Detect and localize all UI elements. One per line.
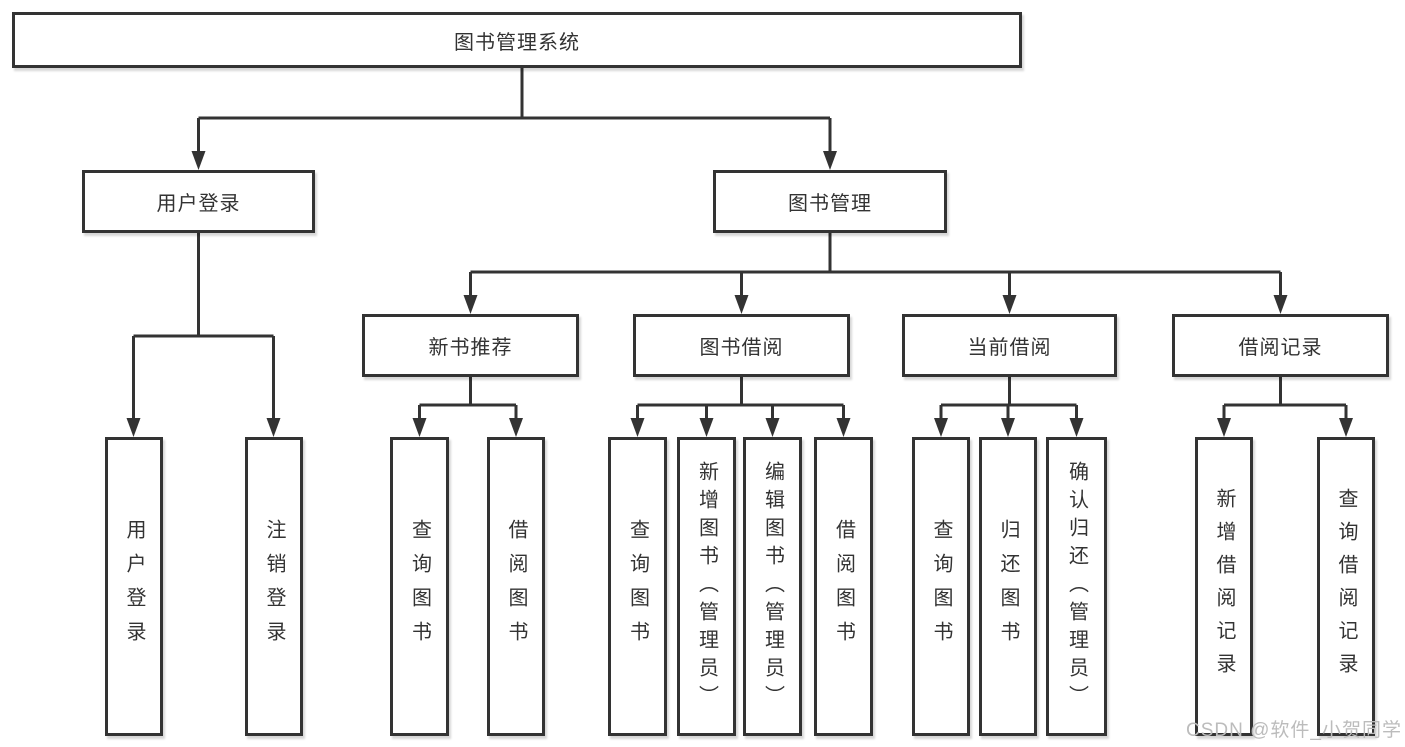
leaf-query-books: 查询图书: [912, 437, 970, 736]
leaf-query-books: 查询图书: [608, 437, 667, 736]
arrow-down-icon: [126, 418, 141, 437]
arrow-down-icon: [934, 418, 948, 437]
arrow-down-icon: [699, 418, 714, 437]
node-label: 图书管理: [788, 193, 872, 215]
arrow-down-icon: [1273, 295, 1288, 314]
leaf-borrow-books: 借阅图书: [814, 437, 873, 736]
node-book-borrow: 图书借阅: [633, 314, 850, 377]
node-label: 用户登录: [156, 193, 241, 215]
leaf-return-books: 归还图书: [979, 437, 1037, 736]
arrow-down-icon: [266, 418, 281, 437]
arrowheads: [126, 151, 1353, 437]
arrow-down-icon: [1069, 418, 1084, 437]
arrow-down-icon: [1217, 418, 1231, 437]
node-label: 借阅图书: [832, 518, 855, 655]
node-label: 查询图书: [930, 518, 952, 655]
node-label: 借阅图书: [505, 518, 527, 655]
node-new-book-recommend: 新书推荐: [362, 314, 579, 377]
leaf-borrow-books: 借阅图书: [487, 437, 545, 736]
arrow-down-icon: [463, 295, 478, 314]
node-label: 新增图书（管理员）: [695, 460, 718, 713]
leaf-user-login: 用户登录: [105, 437, 163, 736]
node-current-borrow: 当前借阅: [902, 314, 1117, 377]
leaf-confirm-return-admin: 确认归还（管理员）: [1046, 437, 1107, 736]
leaf-query-books: 查询图书: [390, 437, 449, 736]
arrow-down-icon: [836, 418, 851, 437]
node-root-library-management-system: 图书管理系统: [12, 12, 1022, 68]
node-label: 用户登录: [123, 518, 145, 655]
arrow-down-icon: [191, 151, 206, 170]
node-label: 图书管理系统: [454, 31, 580, 54]
node-label: 查询借阅记录: [1335, 487, 1357, 686]
arrow-down-icon: [509, 418, 523, 437]
node-label: 当前借阅: [967, 337, 1052, 359]
arrow-down-icon: [630, 418, 645, 437]
node-label: 新增借阅记录: [1213, 487, 1235, 686]
arrow-down-icon: [1339, 418, 1353, 437]
connector-book-management-to-level3: [469, 233, 1282, 297]
node-user-login: 用户登录: [82, 170, 315, 233]
node-label: 归还图书: [997, 518, 1019, 655]
leaf-logout: 注销登录: [245, 437, 303, 736]
node-label: 借阅记录: [1238, 337, 1323, 359]
leaf-edit-books-admin: 编辑图书（管理员）: [743, 437, 802, 736]
connector-borrow-records-to-leaves: [1222, 377, 1348, 419]
connector-root-to-level2: [197, 67, 832, 153]
arrow-down-icon: [765, 418, 780, 437]
connector-book-borrow-to-leaves: [636, 377, 845, 419]
node-book-management: 图书管理: [713, 170, 947, 233]
node-label: 查询图书: [408, 518, 431, 655]
node-label: 查询图书: [626, 518, 649, 655]
arrow-down-icon: [412, 418, 427, 437]
leaf-add-books-admin: 新增图书（管理员）: [677, 437, 736, 736]
arrow-down-icon: [734, 295, 749, 314]
leaf-query-borrow-record: 查询借阅记录: [1317, 437, 1375, 736]
connector-new-book-recommend-to-leaves: [418, 377, 518, 419]
node-label: 确认归还（管理员）: [1065, 460, 1088, 713]
node-label: 新书推荐: [428, 337, 513, 359]
connector-current-borrow-to-leaves: [939, 377, 1078, 419]
connector-user-login-to-leaves: [132, 233, 275, 419]
node-label: 注销登录: [263, 518, 285, 655]
watermark: CSDN @软件_小贺同学: [1186, 720, 1402, 741]
node-borrow-records: 借阅记录: [1172, 314, 1389, 377]
arrow-down-icon: [823, 151, 837, 170]
node-label: 编辑图书（管理员）: [761, 460, 784, 713]
node-label: 图书借阅: [699, 337, 784, 359]
arrow-down-icon: [1001, 418, 1015, 437]
arrow-down-icon: [1002, 295, 1017, 314]
leaf-add-borrow-record: 新增借阅记录: [1195, 437, 1253, 736]
